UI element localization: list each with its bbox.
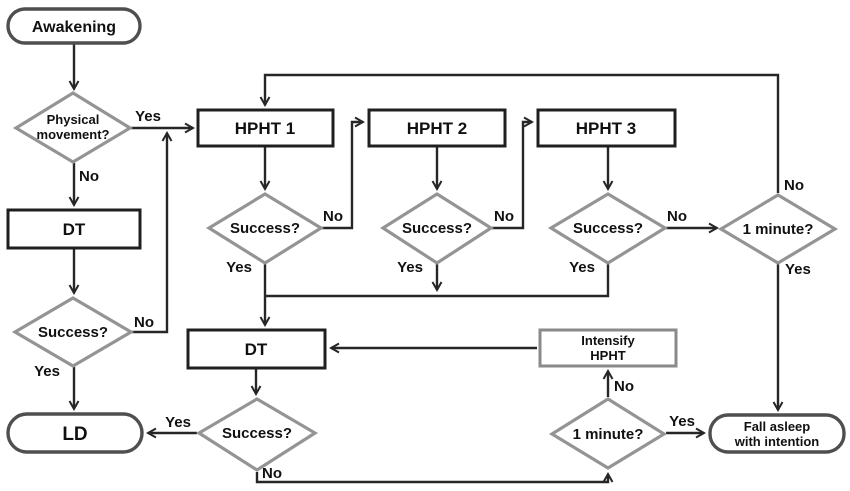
label-success-left-yes: Yes [34,363,60,380]
label-one-minute-top-no: No [784,177,804,194]
node-intensify-hpht-label-line2: HPHT [590,348,625,363]
node-dt2 [186,328,327,370]
node-fall-asleep [708,413,846,454]
label-success1-no: No [323,208,343,225]
label-success3-no: No [667,208,687,225]
edge-success-left-no-to-hpht1 [132,133,167,334]
label-success-left-no: No [134,314,154,331]
edge-success-bottom-no-to-one-minute-bottom [255,472,608,484]
node-hpht1 [196,108,335,148]
label-physical-movement-yes: Yes [135,108,161,125]
node-hpht3 [536,108,677,148]
node-ld-label: LD [62,424,87,445]
label-success3-yes: Yes [569,259,595,276]
node-success-left-label: Success? [38,324,108,341]
node-intensify-hpht [538,328,678,368]
node-success3-label: Success? [573,220,643,237]
node-physical-movement-label-line1: Physical [47,112,100,127]
node-success2-label: Success? [402,220,472,237]
edge-success3-yes-convergence-to-dt2 [266,264,610,298]
label-success2-no: No [494,208,514,225]
node-fall-asleep-label-line2: with intention [734,434,820,449]
label-one-minute-bottom-no: No [614,378,634,395]
node-success3 [547,192,669,265]
label-one-minute-top-yes: Yes [785,261,811,278]
label-success1-yes: Yes [226,259,252,276]
node-awakening [6,7,142,45]
node-success-bottom [195,397,319,472]
node-success-bottom-label: Success? [222,425,292,442]
node-one-minute-top-label: 1 minute? [743,221,814,238]
node-success2 [380,192,494,265]
node-hpht2-label: HPHT 2 [407,119,467,138]
node-success1 [205,192,325,265]
label-success-bottom-no: No [262,465,282,482]
edge-success2-no-to-hpht3 [492,122,532,230]
label-physical-movement-no: No [79,168,99,185]
node-success1-label: Success? [230,220,300,237]
node-hpht3-label: HPHT 3 [576,119,636,138]
node-hpht2 [367,108,507,148]
label-one-minute-bottom-yes: Yes [669,413,695,430]
node-intensify-hpht-label-line1: Intensify [581,333,635,348]
node-dt2-label: DT [245,340,268,359]
node-hpht1-label: HPHT 1 [235,119,295,138]
node-one-minute-top [717,193,839,265]
node-one-minute-bottom [548,397,668,470]
node-dt1-label: DT [63,220,86,239]
node-success-left [11,296,135,368]
node-physical-movement-label-line2: movement? [37,127,110,142]
label-success2-yes: Yes [397,259,423,276]
edge-success1-no-to-hpht2 [322,122,363,230]
node-dt1 [6,208,142,250]
node-one-minute-bottom-label: 1 minute? [573,426,644,443]
node-awakening-label: Awakening [32,19,116,36]
edge-one-minute-top-no-to-hpht1 [265,73,780,193]
node-fall-asleep-label-line1: Fall asleep [744,419,811,434]
node-physical-movement [12,91,134,164]
label-success-bottom-yes: Yes [165,414,191,431]
node-ld [6,412,144,454]
